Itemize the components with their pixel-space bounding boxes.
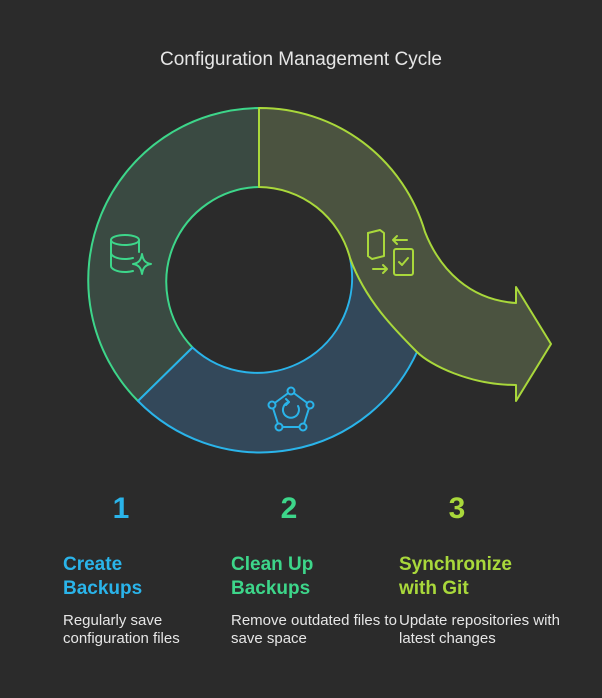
step-clean-up-backups: 2 Clean Up Backups Remove outdated files…	[231, 492, 397, 647]
page-title: Configuration Management Cycle	[160, 49, 442, 70]
step-number: 3	[448, 492, 466, 525]
step-title: Clean Up Backups	[231, 554, 314, 599]
step-title: Create Backups	[63, 554, 143, 599]
step-synchronize-git: 3 Synchronize with Git Update repositori…	[399, 492, 560, 647]
step-create-backups: 1 Create Backups Regularly save configur…	[63, 492, 223, 647]
cycle-diagram	[87, 106, 552, 454]
segment-create-backups	[87, 107, 260, 402]
step-description: Remove outdated files to save space	[231, 612, 397, 647]
step-description: Regularly save configuration files	[63, 612, 180, 647]
phone-sync-icon	[367, 229, 414, 276]
step-title: Synchronize with Git	[399, 554, 512, 599]
step-description: Update repositories with latest changes	[399, 612, 560, 647]
segment-synchronize-git	[258, 106, 552, 402]
step-number: 2	[280, 492, 298, 525]
pentagon-refresh-icon	[267, 386, 315, 432]
step-number: 1	[112, 492, 130, 525]
database-sparkle-icon	[110, 234, 152, 275]
